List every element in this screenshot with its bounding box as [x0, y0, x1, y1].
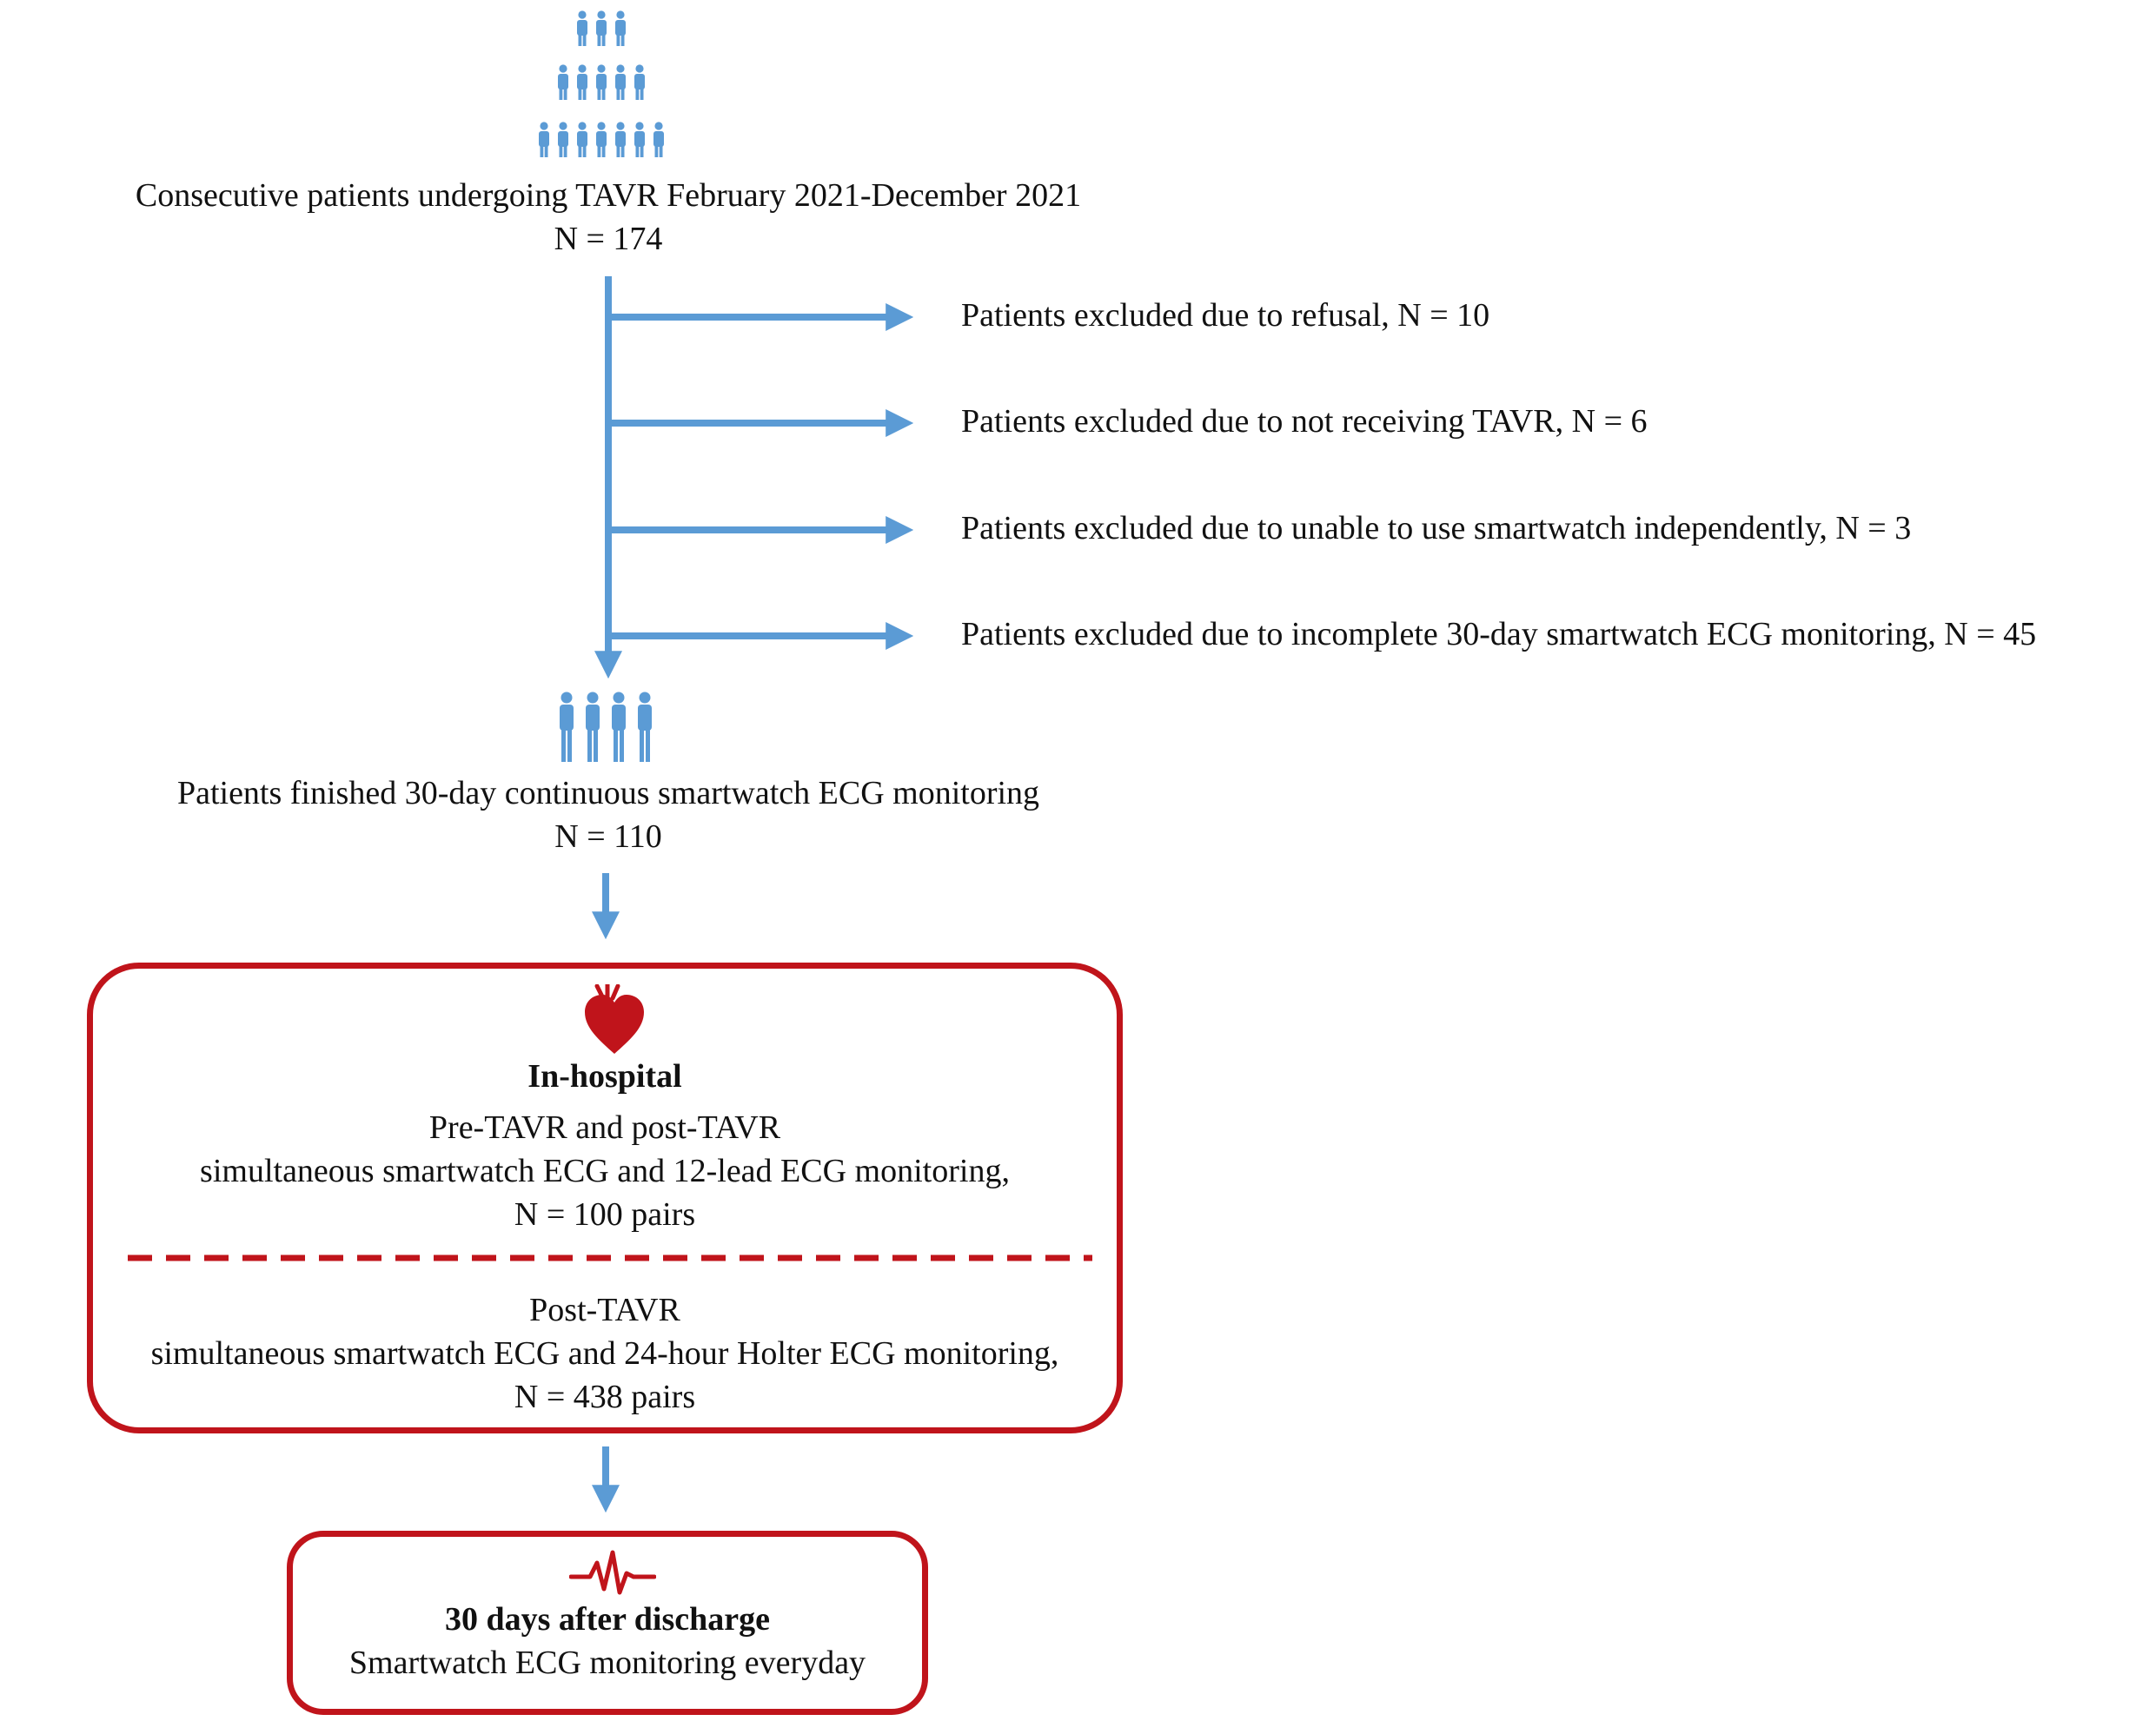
section2-line3: N = 438 pairs — [514, 1379, 696, 1415]
heart-icon — [585, 984, 644, 1054]
exclusion-label-2: Patients excluded due to not receiving T… — [961, 403, 1648, 440]
followup-text: 30 days after discharge Smartwatch ECG m… — [293, 1598, 922, 1685]
enrollment-count: N = 174 — [554, 221, 663, 257]
exclusion-label-3: Patients excluded due to unable to use s… — [961, 510, 1912, 546]
inhospital-box: In-hospital Pre-TAVR and post-TAVR simul… — [87, 963, 1123, 1433]
people-pyramid-icon — [539, 10, 664, 157]
inhospital-title: In-hospital — [527, 1058, 682, 1095]
followup-title: 30 days after discharge — [445, 1601, 770, 1638]
inhospital-section-2: Post-TAVR simultaneous smartwatch ECG an… — [93, 1288, 1117, 1419]
section1-line3: N = 100 pairs — [514, 1196, 696, 1233]
ecg-pulse-icon — [569, 1550, 656, 1595]
followup-box: 30 days after discharge Smartwatch ECG m… — [287, 1531, 928, 1715]
inhospital-section-1: Pre-TAVR and post-TAVR simultaneous smar… — [93, 1106, 1117, 1236]
finished-count: N = 110 — [554, 818, 662, 855]
followup-line1: Smartwatch ECG monitoring everyday — [348, 1645, 866, 1681]
section2-line2: simultaneous smartwatch ECG and 24-hour … — [150, 1335, 1059, 1372]
dashed-divider — [128, 1254, 1092, 1261]
enrollment-line1: Consecutive patients undergoing TAVR Feb… — [135, 177, 1082, 214]
exclusion-label-4: Patients excluded due to incomplete 30-d… — [961, 616, 2037, 652]
enrollment-text: Consecutive patients undergoing TAVR Feb… — [35, 174, 1182, 261]
exclusion-label-1: Patients excluded due to refusal, N = 10 — [961, 297, 1490, 334]
people-group-icon — [560, 692, 652, 762]
finished-line1: Patients finished 30-day continuous smar… — [176, 775, 1040, 811]
section1-line1: Pre-TAVR and post-TAVR — [428, 1109, 781, 1146]
section1-line2: simultaneous smartwatch ECG and 12-lead … — [200, 1153, 1010, 1189]
section2-line1: Post-TAVR — [529, 1292, 680, 1328]
finished-text: Patients finished 30-day continuous smar… — [35, 771, 1182, 858]
